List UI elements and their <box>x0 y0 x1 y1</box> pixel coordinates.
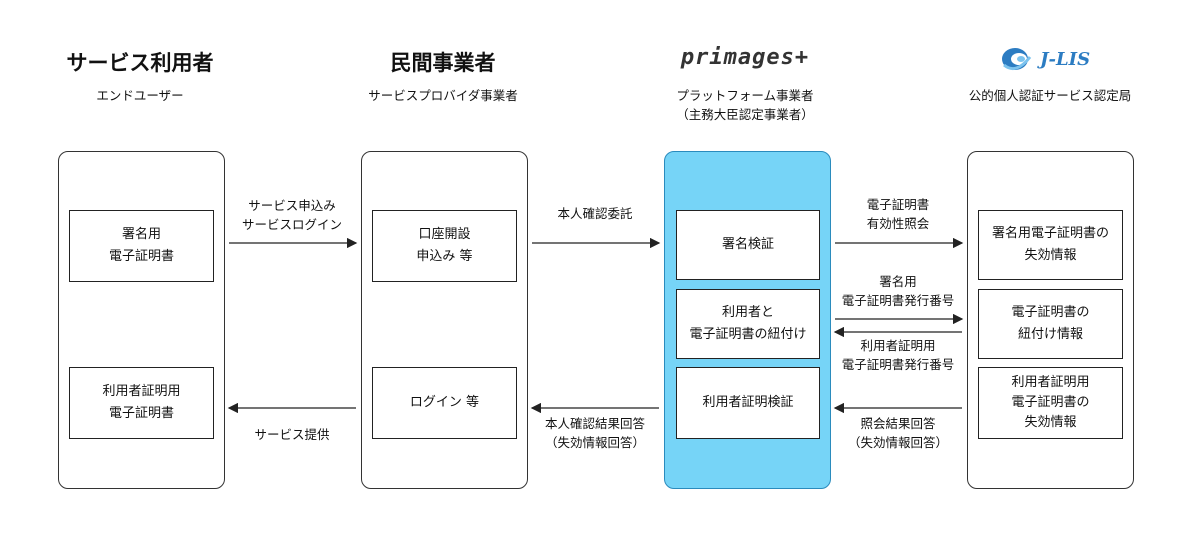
box-line: 失効情報 <box>1024 415 1077 430</box>
box-line: 署名用 <box>121 227 161 242</box>
label-line: サービスログイン <box>241 217 342 232</box>
box-line: ログイン 等 <box>409 395 480 410</box>
cert-link-info-box: 電子証明書の 紐付け情報 <box>978 289 1123 359</box>
box-line: 署名検証 <box>721 237 774 252</box>
box-line: 利用者証明用 <box>1011 375 1090 390</box>
user-auth-cert-box: 利用者証明用 電子証明書 <box>69 367 214 439</box>
label-line: （失効情報回答） <box>544 435 645 450</box>
label-line: 本人確認委託 <box>557 206 633 221</box>
label-line: 有効性照会 <box>866 216 930 231</box>
provider-column-title: 民間事業者 <box>390 51 496 75</box>
box-line: 電子証明書の紐付け <box>689 327 807 342</box>
box-line: 電子証明書の <box>1011 305 1090 320</box>
label-validity-inquiry: 電子証明書 有効性照会 <box>828 195 968 233</box>
box-line: 紐付け情報 <box>1017 327 1083 342</box>
box-line: 失効情報 <box>1024 248 1077 263</box>
label-service-apply: サービス申込み サービスログイン <box>222 196 362 234</box>
auth-revocation-box: 利用者証明用 電子証明書の 失効情報 <box>978 367 1123 439</box>
label-line: 電子証明書 <box>866 197 930 212</box>
primages-logo: primages+ <box>680 45 810 70</box>
label-line: （失効情報回答） <box>847 435 948 450</box>
label-line: 本人確認結果回答 <box>544 416 645 431</box>
label-line: 照会結果回答 <box>860 416 936 431</box>
box-line: 利用者証明用 <box>102 384 181 399</box>
box-line: 電子証明書の <box>1011 395 1090 410</box>
user-column-subtitle: エンドユーザー <box>96 88 184 103</box>
label-identity-request: 本人確認委託 <box>525 204 665 223</box>
box-line: 電子証明書 <box>108 406 174 421</box>
box-line: 署名用電子証明書の <box>991 226 1109 241</box>
jlis-logo: J-LIS <box>1000 44 1110 74</box>
platform-column-subtitle-2: （主務大臣認定事業者） <box>676 107 814 122</box>
label-line: 署名用 <box>879 274 917 289</box>
user-column-title: サービス利用者 <box>66 51 214 75</box>
box-line: 申込み 等 <box>416 249 473 264</box>
jlis-logo-text: J-LIS <box>1040 48 1091 70</box>
label-line: 利用者証明用 <box>860 338 936 353</box>
label-line: サービス提供 <box>254 427 330 442</box>
swirl-logo-icon <box>1002 48 1032 71</box>
user-sign-cert-box: 署名用 電子証明書 <box>69 210 214 282</box>
box-line: 電子証明書 <box>108 249 174 264</box>
label-inquiry-result: 照会結果回答 （失効情報回答） <box>828 414 968 452</box>
auth-verify-box: 利用者証明検証 <box>676 367 820 439</box>
jlis-column-subtitle: 公的個人認証サービス認定局 <box>968 88 1132 103</box>
platform-column-subtitle: プラットフォーム事業者 <box>676 88 814 103</box>
user-cert-link-box: 利用者と 電子証明書の紐付け <box>676 289 820 359</box>
label-line: 電子証明書発行番号 <box>841 293 955 308</box>
box-line: 利用者証明検証 <box>702 395 794 410</box>
signature-verify-box: 署名検証 <box>676 210 820 280</box>
label-sign-serial: 署名用 電子証明書発行番号 <box>828 272 968 310</box>
label-auth-serial: 利用者証明用 電子証明書発行番号 <box>828 336 968 374</box>
label-line: サービス申込み <box>248 198 336 213</box>
box-line: 利用者と <box>721 305 774 320</box>
box-line: 口座開設 <box>418 227 471 242</box>
sign-revocation-box: 署名用電子証明書の 失効情報 <box>978 210 1123 280</box>
provider-column-subtitle: サービスプロバイダ事業者 <box>368 88 518 103</box>
label-line: 電子証明書発行番号 <box>841 357 955 372</box>
label-service-provide: サービス提供 <box>222 425 362 444</box>
login-box: ログイン 等 <box>372 367 517 439</box>
label-identity-result: 本人確認結果回答 （失効情報回答） <box>525 414 665 452</box>
account-opening-box: 口座開設 申込み 等 <box>372 210 517 282</box>
